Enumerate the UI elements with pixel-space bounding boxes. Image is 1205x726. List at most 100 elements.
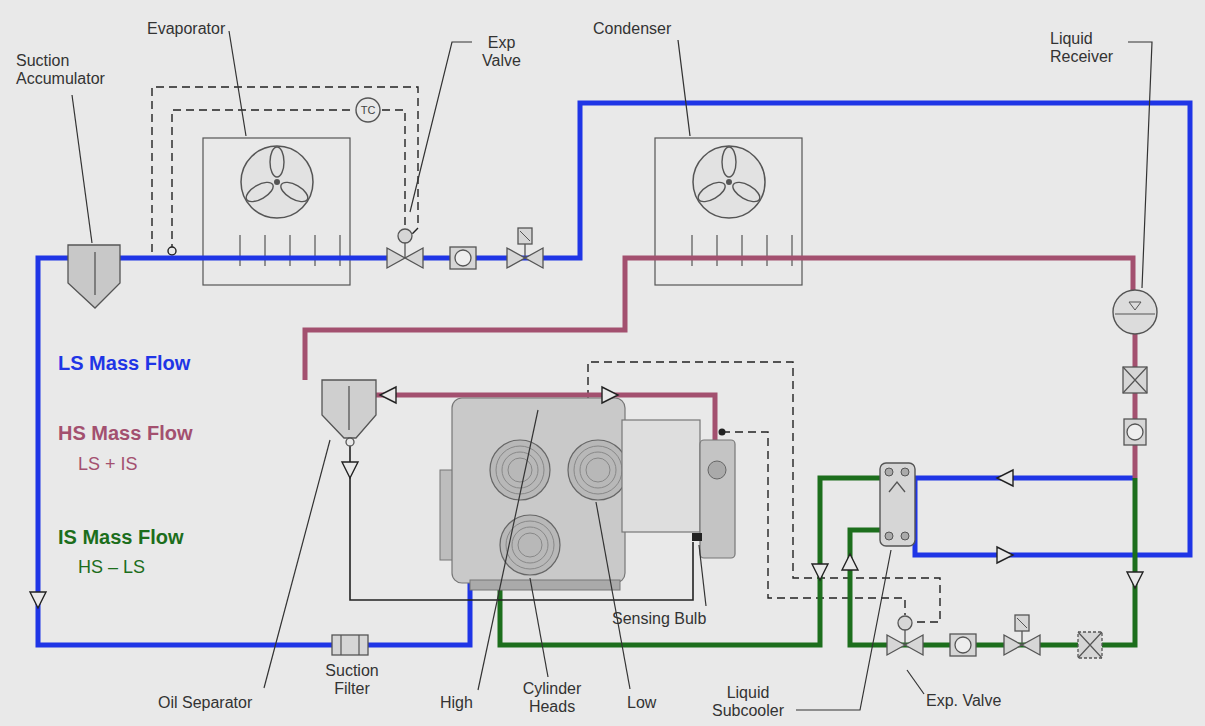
- coil-fin: [716, 235, 717, 266]
- fan-housing: [693, 146, 765, 218]
- sight-glass-window: [955, 637, 971, 653]
- flow-arrow: [842, 554, 858, 570]
- motor-end-cap: [700, 440, 735, 558]
- solenoid-mark: [520, 231, 530, 241]
- leader-line: [596, 502, 630, 689]
- cylinder-rib: [512, 527, 548, 563]
- flow-arrow: [342, 462, 358, 478]
- leader-line: [907, 670, 924, 694]
- flow-arrow: [997, 547, 1013, 563]
- control-line: [172, 110, 354, 252]
- flow-arrow: [30, 592, 46, 608]
- coil-fin: [766, 235, 767, 266]
- subcooler-port: [885, 468, 893, 476]
- sight-glass-window: [455, 250, 471, 266]
- cylinder-rib: [502, 452, 538, 488]
- callout-label: Low: [627, 694, 656, 712]
- control-line: [588, 362, 940, 622]
- accumulator-tube: [94, 252, 95, 295]
- callout-label: Cylinder Heads: [512, 680, 592, 715]
- callout-label: Suction Accumulator: [16, 52, 126, 87]
- fan-hub: [274, 179, 280, 185]
- level-mark: [1129, 302, 1141, 310]
- flow-legend-text: LS Mass Flow: [58, 352, 190, 374]
- subcooler-port: [901, 532, 909, 540]
- sensor-point: [168, 247, 176, 255]
- coil-fin: [289, 235, 290, 266]
- control-line: [382, 110, 405, 229]
- callout-label: High: [440, 694, 473, 712]
- leader-line: [410, 42, 472, 212]
- sight-glass: [1124, 419, 1146, 445]
- callout-label: Liquid Subcooler: [703, 684, 793, 719]
- valve-stem: [524, 244, 525, 258]
- suction-filter: [332, 635, 368, 655]
- cylinder-rib: [508, 458, 532, 482]
- sight-glass: [950, 634, 976, 656]
- filter-mark: [341, 635, 359, 655]
- fan-blade: [270, 147, 284, 177]
- leader-line: [1128, 42, 1152, 288]
- flow-legend-text: HS Mass Flow: [58, 422, 192, 444]
- leader-line: [264, 440, 330, 688]
- high-stage-pipe: [305, 258, 1133, 380]
- solenoid-mark: [1017, 618, 1027, 628]
- subcooler-port: [901, 468, 909, 476]
- sensing-bulb: [692, 533, 702, 541]
- coil-fin: [741, 235, 742, 266]
- evaporator-box: [203, 138, 350, 285]
- flow-legend-text: HS – LS: [78, 558, 145, 578]
- callout-label: Suction Filter: [312, 662, 392, 697]
- leader-line: [478, 410, 538, 690]
- fan-housing: [241, 146, 313, 218]
- liquid-level: [1115, 313, 1155, 314]
- liquid-subcooler: [880, 463, 915, 546]
- leader-line: [72, 95, 92, 243]
- fan-blade: [243, 178, 276, 205]
- subcooler-mark: [889, 482, 905, 492]
- callout-label: Exp Valve: [474, 34, 529, 69]
- flow-arrow: [812, 564, 828, 580]
- discharge-port: [708, 461, 726, 479]
- filter-drier: [1123, 367, 1147, 393]
- callout-label: Exp. Valve: [926, 692, 1001, 710]
- motor-housing: [622, 420, 700, 532]
- solenoid-coil: [518, 228, 532, 244]
- callout-label: Sensing Bulb: [612, 610, 706, 628]
- callout-label: Liquid Receiver: [1050, 30, 1130, 65]
- controller-outline: [356, 98, 380, 122]
- coil-fin: [791, 235, 792, 266]
- leader-line: [678, 40, 690, 136]
- condenser-box: [655, 138, 802, 285]
- fan-blade: [730, 178, 763, 205]
- suction-accumulator: [68, 245, 120, 308]
- high-stage-pipe: [1133, 334, 1138, 478]
- coil-fin: [239, 235, 240, 266]
- callout-label: Oil Separator: [158, 694, 252, 712]
- flow-legend-text: IS Mass Flow: [58, 526, 184, 548]
- cylinder-rib: [518, 533, 542, 557]
- controller-circle: TC: [355, 97, 381, 123]
- leader-line: [796, 550, 891, 710]
- fan-blade: [722, 147, 736, 177]
- cylinder-head: [568, 440, 628, 500]
- valve-head: [398, 229, 412, 243]
- oil-separator: [322, 380, 376, 438]
- flow-arrow: [380, 387, 396, 403]
- flow-arrow: [602, 387, 618, 403]
- valve-stem: [404, 242, 405, 258]
- filter-mark: [1078, 632, 1102, 658]
- cylinder-rib: [580, 452, 616, 488]
- flow-arrow: [1127, 572, 1143, 588]
- separator-tube: [348, 386, 349, 430]
- flow-arrow: [997, 470, 1013, 486]
- leader-line: [699, 545, 706, 606]
- leader-line: [530, 578, 548, 677]
- valve-stem: [1021, 631, 1022, 645]
- solenoid-coil: [1015, 615, 1029, 631]
- coil-fin: [339, 235, 340, 266]
- callout-label: Condenser: [593, 20, 671, 38]
- control-line: [722, 432, 905, 615]
- filter-drier: [1078, 632, 1102, 658]
